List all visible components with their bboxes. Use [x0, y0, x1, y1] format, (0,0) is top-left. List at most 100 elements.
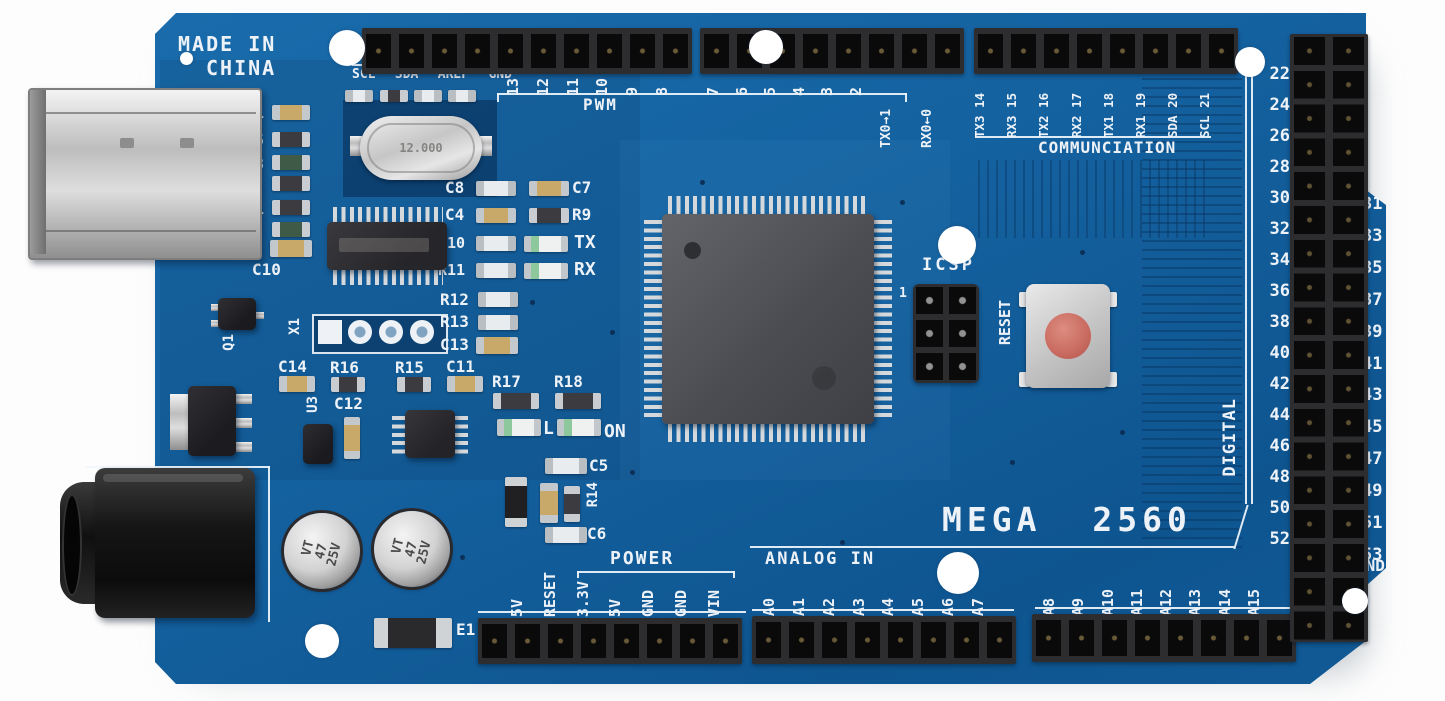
silk-line-jack [268, 466, 270, 622]
power-jack-highlight [103, 474, 243, 482]
ref-label-c4: C4 [445, 205, 465, 224]
sot23-5-chip [303, 424, 333, 464]
smd-capacitor [270, 240, 312, 257]
chip-marking-smear [339, 238, 429, 252]
pin-label: 42 [1269, 374, 1290, 394]
usb-serial-chip [327, 222, 447, 270]
reset-button-leg [1106, 372, 1117, 387]
soic8-leads-right [455, 416, 468, 454]
on-led [557, 419, 601, 436]
smd-resistor [478, 292, 518, 307]
ref-label-on: ON [604, 421, 626, 442]
ref-label-tx: TX [574, 232, 596, 253]
ref-label-c8: C8 [445, 178, 465, 197]
x1-pad-square [318, 320, 342, 344]
silk-line-digital-border [1245, 64, 1247, 504]
usb-connector-seam [46, 112, 256, 114]
pin-label: 40 [1269, 343, 1290, 363]
smd-resistor [331, 377, 365, 392]
pin-label: 50 [1269, 498, 1290, 518]
header-icsp [913, 284, 979, 383]
smd-resistor [529, 208, 569, 223]
communication-label: COMMUNCIATION [1038, 138, 1177, 157]
ref-label-e1: E1 [456, 620, 476, 639]
smd-resistor [397, 377, 431, 392]
pin-label: GND [639, 589, 658, 617]
pin-label: 48 [1269, 467, 1290, 487]
smd-resistor [564, 486, 580, 522]
pin-label: A3 [849, 597, 868, 616]
silk-tick [577, 571, 579, 578]
ref-label-c7: C7 [572, 178, 592, 197]
ref-label-r14: R14 [585, 482, 601, 508]
soic8-chip [405, 410, 455, 458]
reset-label: RESET [996, 300, 1014, 346]
silk-line-power [577, 571, 735, 573]
regulator-lead [236, 418, 252, 428]
pin-label: 34 [1269, 250, 1290, 270]
mounting-hole [329, 30, 365, 66]
smd-resistor [272, 176, 310, 191]
mega-2560-label: MEGA 2560 [942, 500, 1192, 539]
mcu-dimple [812, 366, 836, 390]
smd-capacitor [476, 337, 518, 354]
via-dot [1120, 430, 1125, 435]
pin-label: A11 [1127, 588, 1146, 616]
pin-label: A14 [1215, 588, 1234, 616]
ref-label-r12: R12 [440, 290, 469, 309]
mounting-hole [1235, 47, 1265, 77]
electrolytic-capacitor: VT 47 25V [284, 513, 360, 589]
smd-resistor [493, 393, 539, 409]
crystal-oscillator: 12.000 [360, 116, 482, 180]
pcb-trace-stripes [1142, 78, 1242, 548]
usb-connector-face [30, 90, 46, 254]
voltage-regulator [188, 386, 236, 456]
silk-line [752, 609, 1014, 611]
smd-resistor [272, 132, 310, 147]
mounting-hole [938, 226, 976, 264]
usb-connector-seam [46, 230, 256, 232]
header-digital-double-row [1290, 34, 1368, 642]
pin-label: 28 [1269, 157, 1290, 177]
ref-label-x1: X1 [287, 318, 303, 335]
ref-label-r9: R9 [572, 205, 592, 224]
header-digital-pwm-right [700, 28, 964, 74]
capacitor-marking: VT 47 25V [299, 535, 345, 567]
ref-label-c10: C10 [252, 260, 281, 279]
pin-label: TX0→1 [879, 108, 894, 148]
q1-transistor [218, 298, 256, 330]
smd-capacitor [447, 376, 483, 392]
smd-resistor [555, 393, 601, 409]
via-dot [900, 200, 905, 205]
silk-line [478, 611, 746, 613]
silk-line-mega [750, 546, 1234, 548]
usb-serial-leads-top [333, 207, 443, 223]
silk-dot [180, 52, 193, 65]
pwm-label: PWM [583, 95, 618, 114]
silk-line-comm [975, 136, 1211, 138]
regulator-tab [170, 394, 188, 450]
ref-label-u3: U3 [305, 396, 321, 413]
smd-component [414, 90, 442, 102]
electrolytic-capacitor: VT 47 25V [374, 511, 450, 587]
pin-label: GND [672, 589, 691, 617]
smd-resistor [476, 236, 516, 251]
mounting-hole [749, 30, 783, 64]
silk-tick [905, 93, 907, 102]
mcu-leads-right [874, 220, 892, 418]
reset-button [1026, 284, 1110, 388]
crystal-marking: 12.000 [399, 141, 443, 155]
pin-label: 5V [508, 598, 526, 617]
silk-line-jack [86, 466, 270, 468]
mcu-leads-bottom [668, 424, 868, 442]
smd-resistor [478, 315, 518, 330]
ref-label-rx: RX [574, 259, 596, 280]
pin-label: 24 [1269, 95, 1290, 115]
pin-label: A0 [760, 597, 778, 616]
ref-label-l: L [543, 418, 554, 439]
crystal-pad [480, 136, 492, 156]
smd-component [380, 90, 408, 102]
usb-connector [28, 88, 262, 260]
